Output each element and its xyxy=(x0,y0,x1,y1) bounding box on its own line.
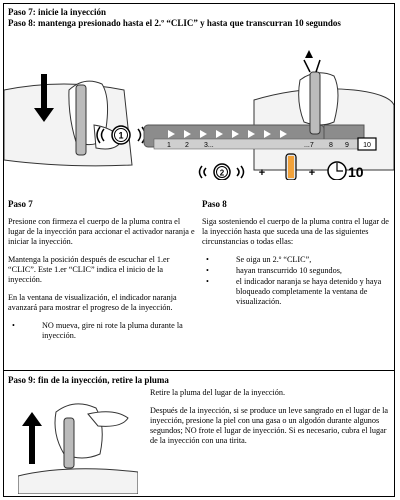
plus-sign: + xyxy=(259,167,265,179)
step7-title: Paso 7 xyxy=(8,199,33,209)
pen-removal-svg xyxy=(17,403,139,495)
viewing-window-icon xyxy=(285,153,297,181)
list-item: •hayan transcurrido 10 segundos, xyxy=(206,266,342,275)
hand-holding-pen-right xyxy=(298,50,339,135)
hand-lifting-pen xyxy=(54,403,129,469)
section-divider xyxy=(4,370,394,371)
step7-paragraph: Presione con firmeza el cuerpo de la plu… xyxy=(8,217,195,246)
push-down-arrow-icon xyxy=(34,74,54,122)
step8-heading: Paso 8: mantenga presionado hasta el 2.º… xyxy=(8,17,341,28)
click-sound-icon-1: 1 xyxy=(96,125,146,145)
click-label-1: 1 xyxy=(118,131,123,141)
plus-sign: + xyxy=(309,167,315,179)
step8-title: Paso 8 xyxy=(202,199,227,209)
step9-paragraph: Retire la pluma del lugar de la inyecció… xyxy=(150,388,286,397)
click-sound-icon-2: 2 xyxy=(198,163,245,181)
injection-illustration-svg: 1 1 2 3... ...7 8 xyxy=(3,50,395,181)
step7-bullets: •NO mueva, gire ni rote la pluma durante… xyxy=(8,321,196,341)
instruction-page: Paso 7: inicie la inyección Paso 8: mant… xyxy=(3,3,395,497)
step7-body: Presione con firmeza el cuerpo de la plu… xyxy=(8,217,196,342)
step7-heading: Paso 7: inicie la inyección xyxy=(8,7,106,17)
steps-7-8-heading: Paso 7: inicie la inyección Paso 8: mant… xyxy=(8,7,392,28)
track-label: 3... xyxy=(204,142,214,149)
track-label: 2 xyxy=(185,142,189,149)
track-label: 9 xyxy=(345,142,349,149)
step8-bullets: •Se oiga un 2.º “CLIC”, •hayan transcurr… xyxy=(202,255,390,307)
step9-body: Retire la pluma del lugar de la inyecció… xyxy=(150,388,390,454)
track-label: 1 xyxy=(167,142,171,149)
step9-heading: Paso 9: fin de la inyección, retire la p… xyxy=(8,375,169,385)
pull-up-arrow-icon xyxy=(22,412,42,464)
track-label-final: 10 xyxy=(363,142,371,149)
step9-paragraph: Después de la inyección, si se produce u… xyxy=(150,406,389,445)
list-item: •el indicador naranja se haya detenido y… xyxy=(206,277,382,306)
step8-intro: Siga sosteniendo el cuerpo de la pluma c… xyxy=(202,217,389,246)
click-label-2: 2 xyxy=(220,169,225,178)
thigh-skin xyxy=(3,83,133,167)
injection-progress-track: 1 2 3... ...7 8 9 10 xyxy=(143,124,377,151)
injection-progress-illustration: 1 1 2 3... ...7 8 xyxy=(3,30,395,181)
list-item: •Se oiga un 2.º “CLIC”, xyxy=(206,255,312,264)
pen-removal-illustration xyxy=(17,394,139,495)
skin-surface xyxy=(17,468,139,495)
step7-paragraph: Mantenga la posición después de escuchar… xyxy=(8,255,170,284)
hand-holding-pen-left xyxy=(68,80,123,156)
list-item: •NO mueva, gire ni rote la pluma durante… xyxy=(12,321,183,340)
timer-count-label: 10 xyxy=(348,164,364,180)
step8-body: Siga sosteniendo el cuerpo de la pluma c… xyxy=(202,217,390,308)
step7-paragraph: En la ventana de visualización, el indic… xyxy=(8,293,177,312)
track-label: ...7 xyxy=(304,142,314,149)
track-label: 8 xyxy=(329,142,333,149)
